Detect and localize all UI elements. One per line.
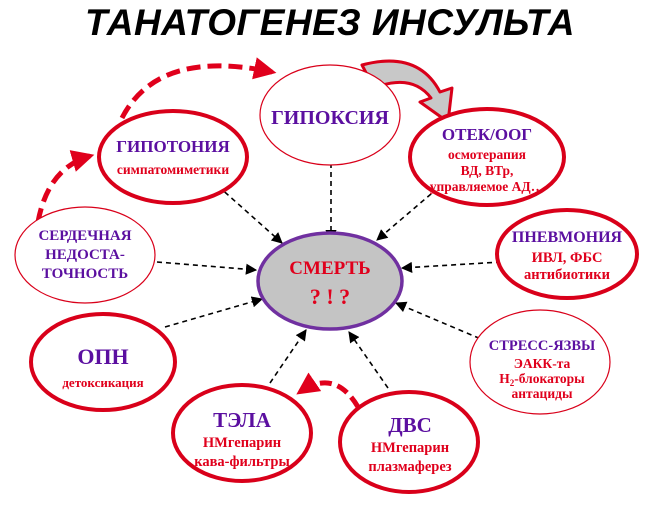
node-dvs: ДВС НМгепарин плазмаферез bbox=[338, 390, 480, 494]
feedback-arrows bbox=[35, 57, 454, 409]
arrow-opn-to-death bbox=[164, 296, 264, 328]
pneumonia-ellipse bbox=[495, 208, 639, 300]
diagram-title: ТАНАТОГЕНЕЗ ИНСУЛЬТА bbox=[85, 2, 575, 43]
arrow-tela-to-death bbox=[269, 329, 307, 384]
dvs-title: ДВС bbox=[388, 413, 432, 437]
death-ellipse bbox=[256, 231, 404, 331]
heart-failure-line3: ТОЧНОСТЬ bbox=[42, 266, 128, 282]
heart-failure-ellipse bbox=[14, 206, 156, 304]
arrow-hypotension-to-hypoxia bbox=[119, 57, 277, 120]
connector-arrows bbox=[156, 163, 502, 389]
node-heart-failure: СЕРДЕЧНАЯ НЕДОСТА- ТОЧНОСТЬ bbox=[14, 206, 156, 304]
arrow-dvs-to-tela bbox=[296, 372, 361, 409]
hypoxia-ellipse bbox=[259, 64, 401, 166]
arrow-edema-to-death bbox=[376, 187, 439, 241]
arrow-heart-failure-to-hypotension bbox=[35, 150, 95, 223]
pneumonia-line2: антибиотики bbox=[524, 267, 610, 283]
pneumonia-title: ПНЕВМОНИЯ bbox=[512, 229, 623, 246]
dvs-line1: НМгепарин bbox=[371, 440, 449, 456]
node-death: СМЕРТЬ ? ! ? bbox=[256, 231, 404, 331]
hypotension-ellipse bbox=[97, 109, 249, 205]
hypotension-treatment: симпатомиметики bbox=[117, 162, 229, 177]
death-title: СМЕРТЬ bbox=[289, 258, 370, 279]
dvs-line2: плазмаферез bbox=[368, 459, 451, 475]
node-opn: ОПН детоксикация bbox=[29, 312, 177, 412]
arrow-hypotension-to-death bbox=[217, 185, 283, 244]
edema-line1: осмотерапия bbox=[448, 147, 526, 162]
arrow-stress-ulcers-to-death bbox=[394, 301, 489, 343]
tela-line1: НМгепарин bbox=[203, 435, 281, 451]
arrow-heart-failure-to-death bbox=[156, 261, 258, 275]
stress-ulcers-line2-pre: Н bbox=[499, 371, 510, 386]
node-edema: ОТЕК/ООГ осмотерапия ВД, ВТр, управляемо… bbox=[408, 107, 566, 207]
opn-treatment: детоксикация bbox=[62, 375, 143, 390]
heart-failure-line2: НЕДОСТА- bbox=[45, 247, 125, 263]
dvs-ellipse bbox=[338, 390, 480, 494]
tela-title: ТЭЛА bbox=[213, 408, 272, 432]
stress-ulcers-line1: ЭАКК-та bbox=[514, 356, 571, 371]
node-tela: ТЭЛА НМгепарин кава-фильтры bbox=[171, 383, 313, 483]
hypotension-title: ГИПОТОНИЯ bbox=[116, 137, 230, 156]
node-pneumonia: ПНЕВМОНИЯ ИВЛ, ФБС антибиотики bbox=[495, 208, 639, 300]
node-hypoxia: ГИПОКСИЯ bbox=[259, 64, 401, 166]
stress-ulcers-line3: антациды bbox=[511, 386, 572, 401]
stress-ulcers-title: СТРЕСС-ЯЗВЫ bbox=[489, 338, 595, 354]
edema-ellipse bbox=[408, 107, 566, 207]
edema-line2: ВД, ВТр, bbox=[461, 163, 514, 178]
edema-title: ОТЕК/ООГ bbox=[442, 125, 532, 144]
stress-ulcers-line2-post: -блокаторы bbox=[514, 371, 585, 386]
death-marks: ? ! ? bbox=[310, 284, 350, 309]
node-stress-ulcers: СТРЕСС-ЯЗВЫ ЭАКК-та Н2-блокаторы антацид… bbox=[469, 309, 611, 415]
edema-line3: управляемое АД… bbox=[430, 179, 544, 194]
node-hypotension: ГИПОТОНИЯ симпатомиметики bbox=[97, 109, 249, 205]
stress-ulcers-ellipse bbox=[469, 309, 611, 415]
stress-ulcers-line2-sub: 2 bbox=[510, 378, 515, 388]
opn-title: ОПН bbox=[77, 344, 128, 369]
stress-ulcers-line2: Н2-блокаторы bbox=[499, 371, 585, 388]
arrow-pneumonia-to-death bbox=[400, 261, 502, 273]
tela-ellipse bbox=[171, 383, 313, 483]
heart-failure-line1: СЕРДЕЧНАЯ bbox=[38, 228, 131, 244]
hypoxia-title: ГИПОКСИЯ bbox=[271, 107, 389, 129]
opn-ellipse bbox=[29, 312, 177, 412]
pneumonia-line1: ИВЛ, ФБС bbox=[532, 250, 603, 266]
arrow-dvs-to-death bbox=[348, 331, 389, 389]
tela-line2: кава-фильтры bbox=[194, 454, 290, 470]
